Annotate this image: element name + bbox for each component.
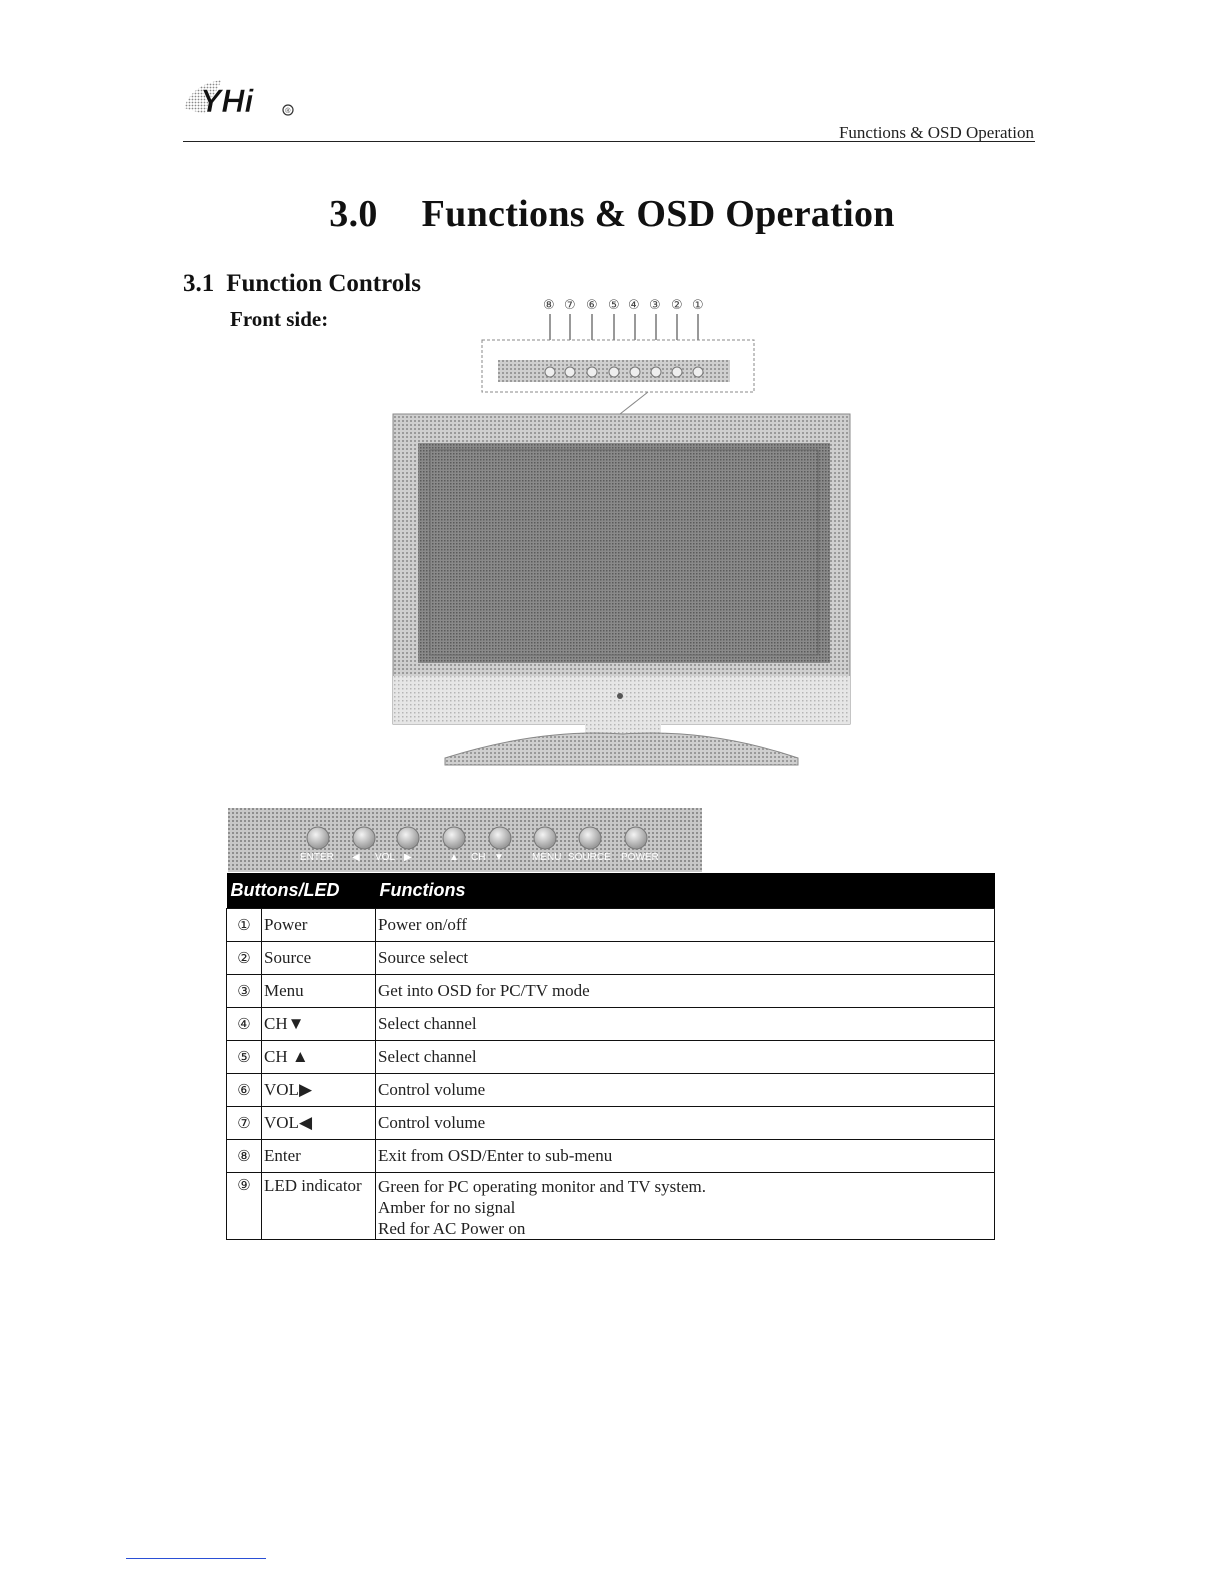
section-number: 3.1 [183, 270, 215, 297]
row-function: Select channel [375, 1007, 995, 1041]
row-button: CH▼ [261, 1007, 376, 1041]
callout-1: ① [692, 298, 704, 313]
callout-5: ⑤ [608, 298, 620, 313]
footnote-divider [126, 1558, 266, 1559]
table-row: ⑦ VOL◀ Control volume [226, 1106, 995, 1140]
row-function: Power on/off [375, 908, 995, 942]
row-button: VOL▶ [261, 1073, 376, 1107]
callout-3: ③ [649, 298, 661, 313]
row-button: CH ▲ [261, 1040, 376, 1074]
panel-label-enter: ENTER [300, 852, 334, 863]
chapter-number: 3.0 [329, 193, 378, 235]
callout-2: ② [671, 298, 683, 313]
svg-text:®: ® [285, 107, 291, 115]
enter-button-graphic [306, 826, 330, 850]
tv-front-illustration: ⑧ ⑦ ⑥ ⑤ ④ ③ ② ① [392, 298, 851, 766]
power-button-graphic [624, 826, 648, 850]
row-number: ⑥ [226, 1073, 262, 1107]
brand-logo: YHi ® [184, 80, 294, 119]
row-number: ⑤ [226, 1040, 262, 1074]
vol-right-button-graphic [396, 826, 420, 850]
table-header-row: Buttons/LED Functions [226, 873, 995, 909]
row-number: ④ [226, 1007, 262, 1041]
vol-left-button-graphic [352, 826, 376, 850]
source-button-graphic [578, 826, 602, 850]
row-number: ⑦ [226, 1106, 262, 1140]
row-function: Control volume [375, 1073, 995, 1107]
row-number: ② [226, 941, 262, 975]
row-number: ③ [226, 974, 262, 1008]
row-number: ⑧ [226, 1139, 262, 1173]
row-button: Power [261, 908, 376, 942]
header-buttons-led: Buttons/LED [226, 873, 376, 909]
chapter-title-text: Functions & OSD Operation [421, 193, 895, 235]
panel-label-vol: VOL [375, 852, 395, 863]
panel-label-ch-up: ▲ [449, 852, 459, 863]
panel-label-vol-right: ▶ [404, 852, 412, 863]
panel-label-vol-left: ◀ [352, 852, 360, 863]
table-row: ⑧ Enter Exit from OSD/Enter to sub-menu [226, 1139, 995, 1173]
subsection-title: Front side: [230, 307, 329, 331]
header-functions: Functions [375, 873, 995, 909]
row-function: Control volume [375, 1106, 995, 1140]
led-line-green: Green for PC operating monitor and TV sy… [378, 1177, 706, 1196]
panel-label-power: POWER [621, 852, 659, 863]
header-divider [183, 141, 1035, 142]
callout-6: ⑥ [586, 298, 598, 313]
table-row: ⑤ CH ▲ Select channel [226, 1040, 995, 1074]
panel-label-source: SOURCE [568, 852, 611, 863]
panel-label-ch-down: ▼ [494, 852, 504, 863]
row-button: Source [261, 941, 376, 975]
panel-label-menu: MENU [532, 852, 561, 863]
row-number: ① [226, 908, 262, 942]
table-row: ⑨ LED indicator Green for PC operating m… [226, 1172, 995, 1240]
callout-7: ⑦ [564, 298, 576, 313]
logo-text: YHi [200, 83, 254, 119]
row-function: Source select [375, 941, 995, 975]
row-button: Enter [261, 1139, 376, 1173]
running-header: Functions & OSD Operation [838, 123, 1034, 142]
front-button-panel-illustration: ENTER ◀ VOL ▶ ▲ CH ▼ MENU SOURCE POWER [228, 808, 702, 872]
menu-button-graphic [533, 826, 557, 850]
section-title-text: Function Controls [226, 270, 421, 297]
led-line-red: Red for AC Power on [378, 1219, 526, 1238]
table-row: ③ Menu Get into OSD for PC/TV mode [226, 974, 995, 1008]
row-function: Exit from OSD/Enter to sub-menu [375, 1139, 995, 1173]
row-button: LED indicator [261, 1172, 376, 1240]
row-button: Menu [261, 974, 376, 1008]
panel-label-ch: CH [471, 852, 485, 863]
row-function: Get into OSD for PC/TV mode [375, 974, 995, 1008]
table-row: ⑥ VOL▶ Control volume [226, 1073, 995, 1107]
table-row: ④ CH▼ Select channel [226, 1007, 995, 1041]
table-row: ① Power Power on/off [226, 908, 995, 942]
ch-down-button-graphic [488, 826, 512, 850]
table-row: ② Source Source select [226, 941, 995, 975]
row-function: Green for PC operating monitor and TV sy… [375, 1172, 995, 1240]
section-title: 3.1 Function Controls [183, 270, 421, 298]
row-button: VOL◀ [261, 1106, 376, 1140]
functions-table: Buttons/LED Functions ① Power Power on/o… [226, 873, 995, 1240]
led-line-amber: Amber for no signal [378, 1198, 516, 1217]
callout-4: ④ [628, 298, 640, 313]
callout-numbers: ⑧ ⑦ ⑥ ⑤ ④ ③ ② ① [543, 298, 704, 313]
row-function: Select channel [375, 1040, 995, 1074]
row-number: ⑨ [226, 1172, 262, 1240]
ch-up-button-graphic [442, 826, 466, 850]
chapter-title: 3.0 Functions & OSD Operation [0, 192, 1224, 236]
callout-8: ⑧ [543, 298, 555, 313]
